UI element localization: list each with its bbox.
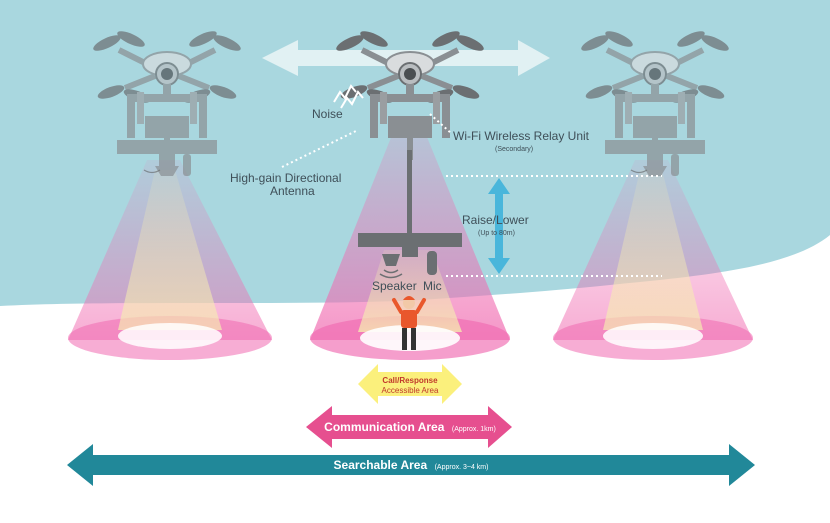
svg-text:Searchable Area (Approx.: Searchable Area (Approx. 3~4 km) <box>334 456 489 473</box>
searchable-area-arrow: Searchable Area (Approx. 3~4 km) <box>67 444 755 486</box>
wifi-relay-sublabel: (Secondary) <box>495 146 533 153</box>
raise-lower-sublabel: (Up to 80m) <box>478 230 515 237</box>
antenna-leader-line <box>281 129 359 168</box>
right-drone <box>579 28 730 176</box>
call-response-label-line1: Call/Response <box>382 376 438 385</box>
noise-label: Noise <box>312 107 343 121</box>
raise-lower-label: Raise/Lower <box>462 213 529 227</box>
right-drone-coverage-cone <box>553 160 753 360</box>
lightning-squiggle-icon <box>333 84 364 109</box>
mic-icon <box>427 251 437 275</box>
searchable-area-label: Searchable Area <box>334 458 428 472</box>
speaker-label: Speaker <box>372 279 417 293</box>
communication-area-note: (Approx. 1km) <box>452 426 496 433</box>
call-response-label-line2: Accessible Area <box>382 386 439 395</box>
communication-area-label: Communication Area <box>324 420 445 434</box>
left-drone-coverage-cone <box>68 160 272 360</box>
raise-lower-arrow <box>488 178 510 274</box>
wifi-relay-label: Wi-Fi Wireless Relay Unit <box>453 129 590 143</box>
person-waving-icon <box>392 296 426 350</box>
antenna-label-line1: High-gain Directional <box>230 171 341 185</box>
svg-text:Communication Area (Appr: Communication Area (Approx. 1km) <box>324 418 496 435</box>
searchable-area-note: (Approx. 3~4 km) <box>435 464 489 471</box>
communication-area-arrow: Communication Area (Approx. 1km) <box>306 406 512 448</box>
mic-label: Mic <box>423 279 442 293</box>
left-drone <box>91 28 242 176</box>
call-response-area-arrow: Call/Response Accessible Area <box>358 364 462 404</box>
speaker-wave-icon <box>383 269 399 274</box>
speaker-icon <box>382 254 400 266</box>
antenna-label-line2: Antenna <box>270 184 315 198</box>
center-lowered-unit <box>358 150 462 279</box>
